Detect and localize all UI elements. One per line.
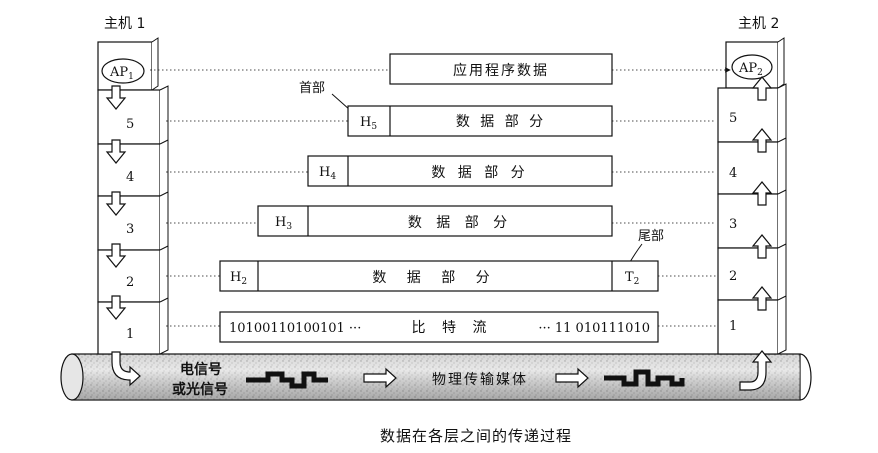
pdu-layer5: H5 数 据 部 分: [347, 105, 613, 137]
svg-text:H3: H3: [275, 215, 292, 232]
signal-waveform-right: [604, 369, 685, 387]
figure-caption: 数据在各层之间的传递过程: [380, 427, 572, 445]
h2-text: H: [230, 270, 241, 285]
physical-medium-tube: [60, 353, 812, 401]
ap2-node: AP2: [731, 54, 773, 80]
pdu-layer2: H2 数 据 部 分 T2: [219, 260, 659, 292]
svg-text:H4: H4: [319, 165, 336, 182]
trailer-pointer: [629, 243, 643, 263]
h4-text: H: [319, 165, 330, 180]
ap2-text: AP: [738, 61, 757, 76]
medium-text: 物理传输媒体: [432, 372, 528, 388]
svg-text:AP1: AP1: [109, 65, 134, 82]
host2-layer-4: 4: [729, 166, 737, 181]
h5-subscript: 5: [371, 122, 377, 132]
ap1-text: AP: [109, 65, 128, 80]
host2-stack: [717, 37, 787, 355]
h4-subscript: 4: [330, 172, 336, 182]
host2-layer-2: 2: [729, 269, 737, 284]
ap1-node: AP1: [101, 58, 145, 84]
h5-text: H: [360, 115, 371, 130]
signal-waveform-left: [246, 371, 328, 389]
host2-layer-1: 1: [729, 319, 737, 334]
up-arrow-icon: [751, 76, 773, 101]
up-arrow-icon: [751, 286, 773, 311]
down-arrow-icon: [105, 243, 127, 268]
pdu-layer4: H4 数 据 部 分: [307, 155, 613, 187]
host1-layer-2: 2: [126, 275, 134, 290]
host2-label: 主机 2: [738, 16, 779, 32]
app-data-box: 应用程序数据: [389, 53, 613, 85]
h3-subscript: 3: [286, 222, 292, 232]
pdu-layer1-bitstream: 10100110100101 ··· 比 特 流 ··· 11 01011101…: [219, 311, 659, 343]
host1-layer-1: 1: [126, 327, 134, 342]
host1-layer-3: 3: [126, 222, 134, 237]
svg-text:H5: H5: [360, 115, 377, 132]
t2-subscript: 2: [634, 277, 640, 287]
down-arrow-icon: [105, 295, 127, 320]
signal-label-line2: 或光信号: [172, 381, 228, 398]
svg-text:H2: H2: [230, 270, 247, 287]
bits-right-text: ··· 11 010111010: [538, 321, 650, 336]
h2-subscript: 2: [241, 277, 247, 287]
up-arrow-icon: [751, 181, 773, 206]
host1-stack: [97, 37, 169, 355]
trailer-label: 尾部: [638, 229, 664, 244]
bits-left-text: 10100110100101 ···: [229, 321, 361, 336]
host1-label: 主机 1: [104, 16, 145, 32]
down-arrow-icon: [105, 85, 127, 110]
ap1-subscript: 1: [128, 72, 134, 82]
header-label: 首部: [299, 81, 325, 96]
up-arrow-icon: [751, 128, 773, 153]
host1-layer-5: 5: [126, 117, 134, 132]
svg-text:T2: T2: [625, 270, 639, 287]
curved-up-arrow-icon: [739, 350, 773, 391]
signal-label-line1: 电信号: [180, 361, 222, 378]
pdu4-data-text: 数 据 部 分: [431, 165, 528, 181]
pdu2-data-text: 数 据 部 分: [372, 270, 497, 286]
host2-layer-3: 3: [729, 217, 737, 232]
h3-text: H: [275, 215, 286, 230]
bit-stream-text: 比 特 流: [412, 320, 493, 336]
pdu5-data-text: 数 据 部 分: [456, 114, 546, 130]
right-arrow-icon: [555, 367, 589, 389]
right-arrow-icon: [363, 367, 397, 389]
curved-down-arrow-icon: [111, 351, 141, 387]
host2-up-arrows: [739, 76, 773, 391]
down-arrow-icon: [105, 191, 127, 216]
t2-text: T: [625, 270, 634, 285]
host2-layer-5: 5: [729, 111, 737, 126]
header-pointer: [331, 93, 351, 111]
peer-connection-lines: [150, 67, 731, 327]
svg-text:AP2: AP2: [738, 61, 763, 78]
pdu3-data-text: 数 据 部 分: [408, 215, 512, 231]
pdu-layer3: H3 数 据 部 分: [257, 205, 613, 237]
up-arrow-icon: [751, 234, 773, 259]
host1-layer-4: 4: [126, 170, 134, 185]
down-arrow-icon: [105, 139, 127, 164]
app-data-text: 应用程序数据: [453, 62, 549, 79]
ap2-subscript: 2: [757, 68, 763, 78]
host1-down-arrows: [105, 85, 141, 387]
